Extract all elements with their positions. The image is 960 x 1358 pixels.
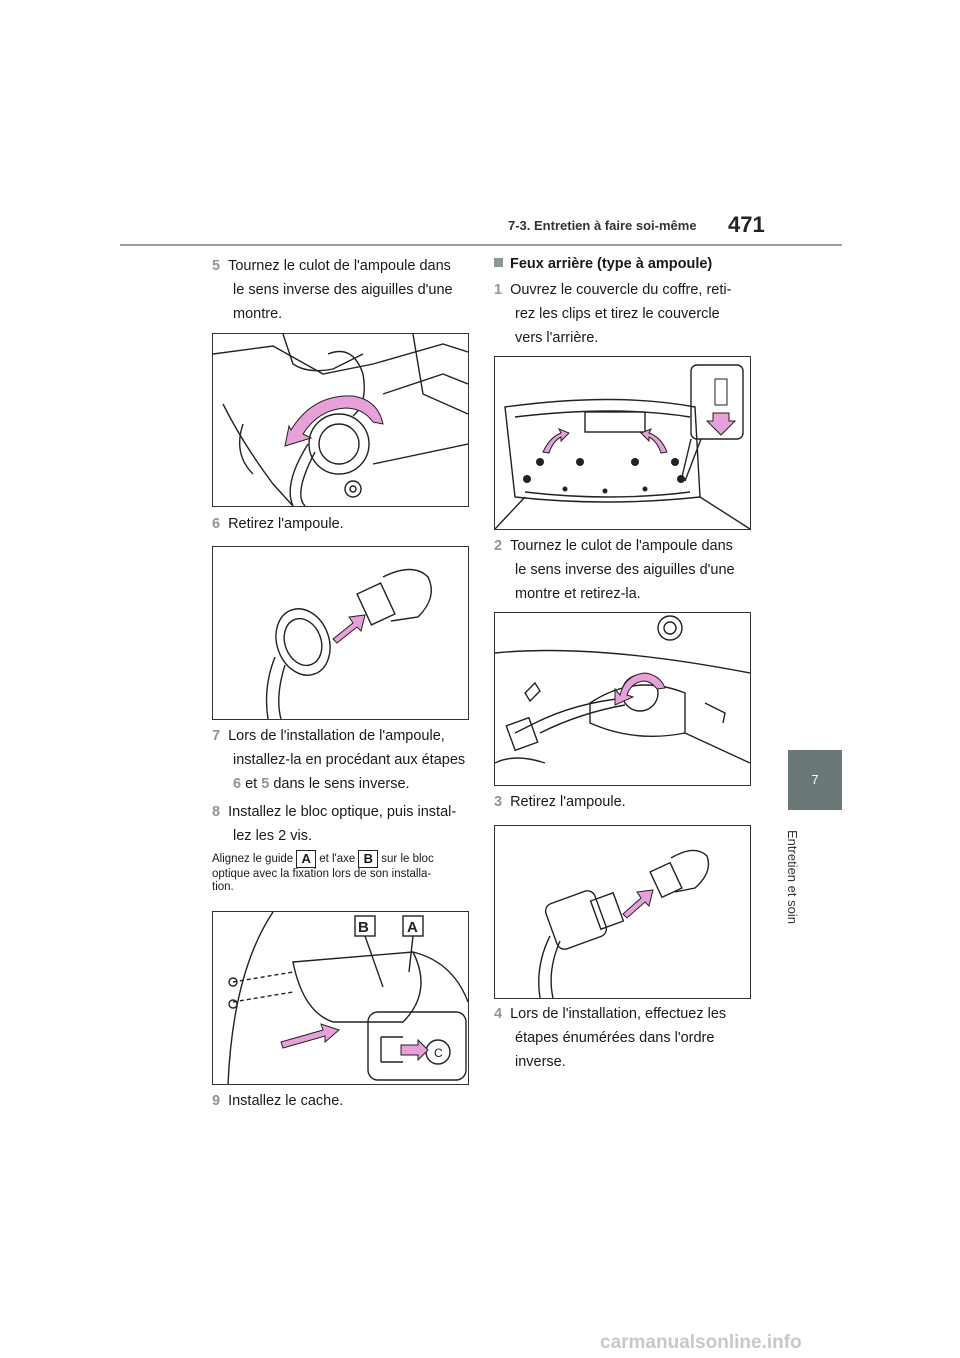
step-text: le sens inverse des aiguilles d'une: [515, 562, 735, 578]
step-number: 5: [212, 258, 221, 274]
figure-remove-bulb: [212, 546, 469, 720]
step-text: Installez le bloc optique, puis instal-: [228, 804, 457, 820]
figure-rear-bulb-rotate: [494, 612, 751, 786]
step-text: vers l'arrière.: [515, 330, 599, 346]
step-text: Tournez le culot de l'ampoule dans: [228, 258, 451, 274]
figure-trunk-cover: [494, 356, 751, 530]
note-text: sur le bloc: [381, 853, 434, 866]
step-text: Installez le cache.: [228, 1093, 344, 1109]
step-number: 3: [494, 794, 503, 810]
figure-label-c: C: [434, 1046, 443, 1060]
step-number: 1: [494, 282, 503, 298]
step-ref: 5: [261, 776, 270, 792]
step-text: Retirez l'ampoule.: [510, 794, 626, 810]
page-number: 471: [728, 212, 765, 237]
step-text: rez les clips et tirez le couvercle: [515, 306, 720, 322]
step-number: 2: [494, 538, 503, 554]
step-text: inverse.: [515, 1054, 566, 1070]
step-7: 7 Lors de l'installation de l'ampoule, in…: [212, 724, 482, 796]
header-rule: [120, 244, 842, 246]
label-a: A: [296, 850, 317, 868]
note-text: Alignez le guide: [212, 853, 294, 866]
label-b: B: [358, 850, 379, 868]
running-header: 7-3. Entretien à faire soi-même: [508, 218, 697, 233]
step-number: 8: [212, 804, 221, 820]
note-text: optique avec la fixation lors de son ins…: [212, 868, 432, 880]
figure-label-b: B: [358, 919, 369, 936]
figure-label-a: A: [407, 919, 418, 936]
step-text: montre et retirez-la.: [515, 586, 641, 602]
step-number: 6: [212, 516, 221, 532]
section-heading-text: Feux arrière (type à ampoule): [510, 256, 713, 272]
step-text: installez-la en procédant aux étapes: [233, 752, 466, 768]
step-text: Lors de l'installation de l'ampoule,: [228, 728, 445, 744]
step-text: le sens inverse des aiguilles d'une: [233, 282, 453, 298]
watermark: carmanualsonline.info: [600, 1332, 802, 1353]
step-text: Tournez le culot de l'ampoule dans: [510, 538, 733, 554]
chapter-tab: 7: [788, 750, 842, 810]
step-text: étapes énumérées dans l'ordre: [515, 1030, 715, 1046]
step-number: 7: [212, 728, 221, 744]
step-number: 9: [212, 1093, 221, 1109]
step-9: 9 Installez le cache.: [212, 1089, 343, 1113]
step-text: dans le sens inverse.: [273, 776, 410, 792]
section-heading: Feux arrière (type à ampoule): [494, 256, 712, 272]
step-r1: 1 Ouvrez le couvercle du coffre, reti- re…: [494, 278, 784, 350]
figure-remove-rear-bulb: [494, 825, 751, 999]
figure-bulb-socket-rotate: [212, 333, 469, 507]
step-text: montre.: [233, 306, 283, 322]
step-5: 5 Tournez le culot de l'ampoule dans le s…: [212, 254, 482, 326]
chapter-label: Entretien et soin: [784, 830, 804, 940]
step-number: 4: [494, 1006, 503, 1022]
note-text: tion.: [212, 881, 234, 893]
step-6: 6 Retirez l'ampoule.: [212, 512, 344, 536]
step-text: et: [245, 776, 258, 792]
chapter-label-text: Entretien et soin: [785, 830, 800, 924]
figure-install-light-unit: B A C: [212, 911, 469, 1085]
step-r4: 4 Lors de l'installation, effectuez les é…: [494, 1002, 784, 1074]
step-r2: 2 Tournez le culot de l'ampoule dans le s…: [494, 534, 784, 606]
note-text: et l'axe: [319, 853, 356, 866]
heading-bullet-icon: [494, 258, 503, 267]
step-ref: 6: [233, 776, 242, 792]
step-text: Ouvrez le couvercle du coffre, reti-: [510, 282, 732, 298]
step-text: Lors de l'installation, effectuez les: [510, 1006, 727, 1022]
step-r3: 3 Retirez l'ampoule.: [494, 790, 626, 814]
step-text: lez les 2 vis.: [233, 828, 312, 844]
step-8: 8 Installez le bloc optique, puis instal-…: [212, 800, 482, 848]
step-text: Retirez l'ampoule.: [228, 516, 344, 532]
